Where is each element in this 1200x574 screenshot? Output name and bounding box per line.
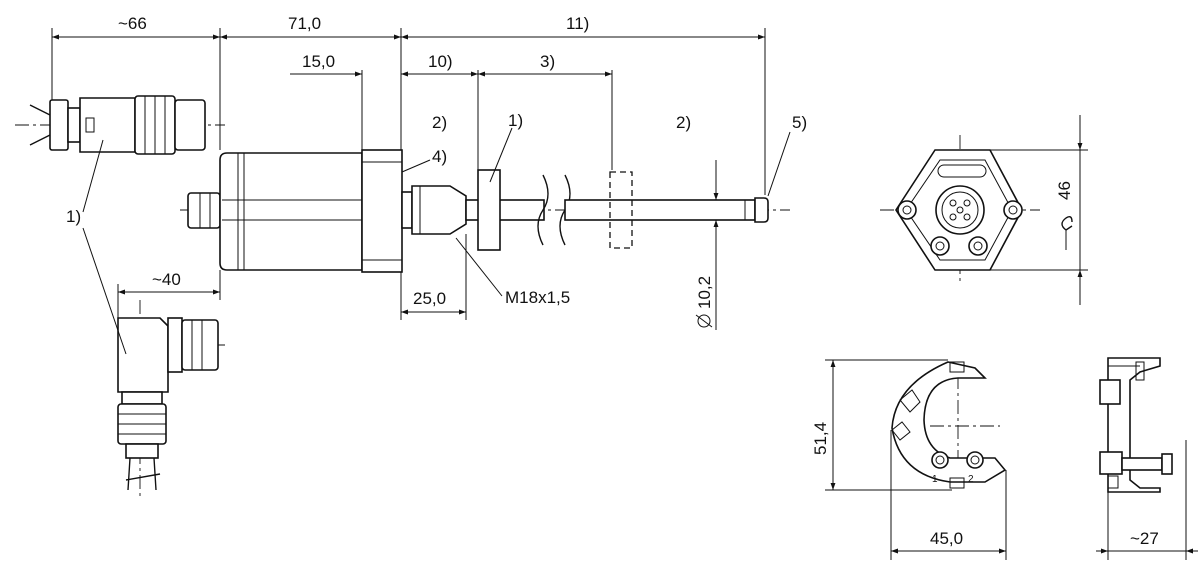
- sensor-side-view: [180, 149, 790, 273]
- dim-27: ~27: [1130, 529, 1159, 548]
- front-view: 46: [880, 115, 1088, 305]
- callout-1-left: 1): [66, 207, 81, 226]
- straight-connector: [15, 95, 225, 155]
- dim-10: 10): [428, 52, 453, 71]
- dim-10-2: 10,2: [695, 276, 714, 309]
- callout-4: 4): [432, 147, 447, 166]
- dim-51-4: 51,4: [811, 422, 830, 455]
- callout-5: 5): [792, 113, 807, 132]
- dim-25: 25,0: [413, 289, 446, 308]
- clip-side-view: ~27: [1096, 357, 1198, 560]
- callout-1-magnet: 1): [508, 111, 523, 130]
- dim-3: 3): [540, 52, 555, 71]
- dimension-lines: [51, 28, 766, 330]
- dim-40: ~40: [152, 270, 181, 289]
- dim-71: 71,0: [288, 14, 321, 33]
- callout-2-right: 2): [676, 113, 691, 132]
- pin-1-label: 1: [932, 474, 938, 485]
- dim-46: 46: [1055, 181, 1074, 200]
- dim-diameter: 10,2: [695, 276, 714, 328]
- callout-2-left: 2): [432, 113, 447, 132]
- angled-connector: [117, 300, 225, 500]
- dim-11: 11): [566, 14, 589, 33]
- dim-15: 15,0: [302, 52, 335, 71]
- dim-m18: M18x1,5: [505, 288, 570, 307]
- labels: ~66 71,0 11) 15,0 10) 3) 25,0 ~40 M18x1,…: [66, 14, 807, 328]
- clip-view: 1 2 51,4 45,0: [811, 359, 1007, 560]
- dim-45: 45,0: [930, 529, 963, 548]
- pin-2-label: 2: [968, 474, 974, 485]
- dim-66: ~66: [118, 14, 147, 33]
- leader-lines: [82, 127, 791, 355]
